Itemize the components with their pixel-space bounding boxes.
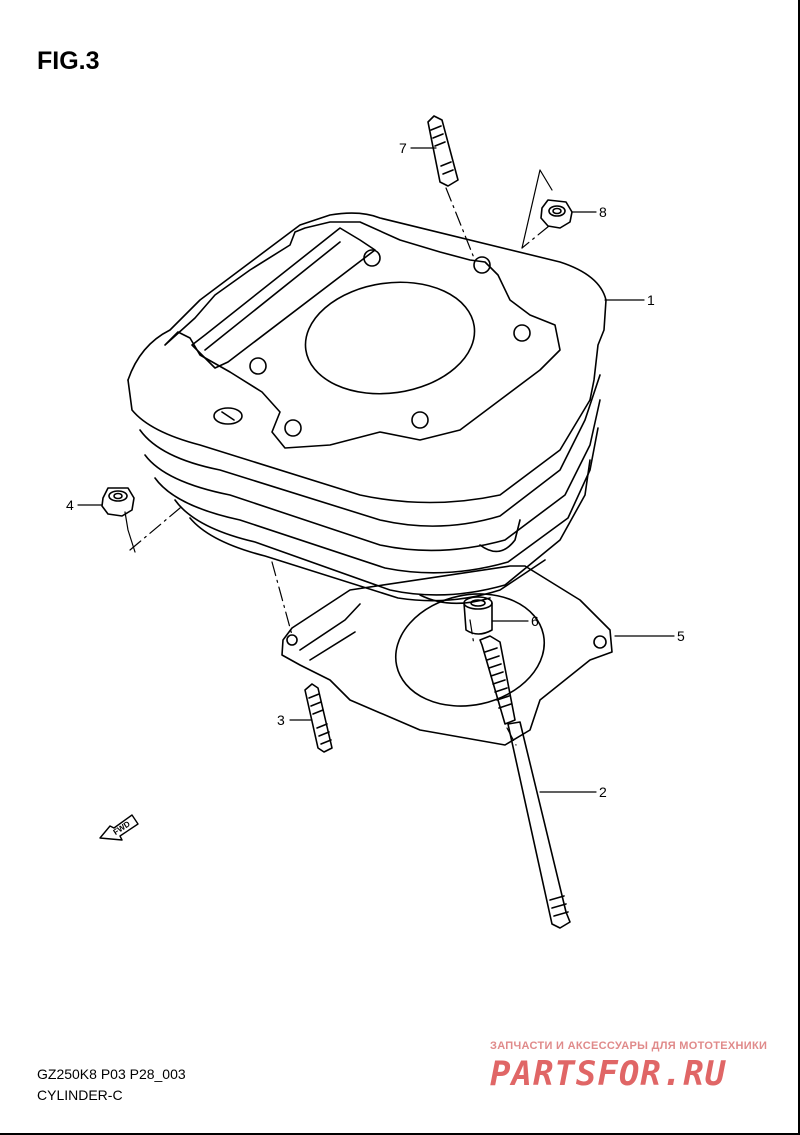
stud-bolt-short bbox=[304, 683, 333, 753]
callout-2: 2 bbox=[599, 784, 607, 800]
watermark-brand: PARTSFOR.RU bbox=[490, 1054, 727, 1094]
watermark-tagline: ЗАПЧАСТИ И АКСЕССУАРЫ ДЛЯ МОТОТЕХНИКИ bbox=[490, 1040, 768, 1052]
cylinder-block bbox=[127, 212, 607, 605]
diagram-code: GZ250K8 P03 P28_003 bbox=[37, 1066, 186, 1082]
watermark: ЗАПЧАСТИ И АКСЕССУАРЫ ДЛЯ МОТОТЕХНИКИ PA… bbox=[490, 1040, 790, 1094]
cap-nut-top bbox=[540, 199, 573, 229]
callout-6: 6 bbox=[531, 613, 539, 629]
leader-lines bbox=[77, 147, 675, 793]
forward-arrow-icon: FWD bbox=[99, 814, 139, 841]
callout-5: 5 bbox=[677, 628, 685, 644]
callout-4: 4 bbox=[66, 497, 74, 513]
callout-8: 8 bbox=[599, 204, 607, 220]
diagram-name: CYLINDER-C bbox=[37, 1087, 123, 1103]
callout-7: 7 bbox=[399, 140, 407, 156]
callout-1: 1 bbox=[647, 292, 655, 308]
stud-bolt-long bbox=[479, 635, 571, 929]
figure-title: FIG.3 bbox=[37, 47, 100, 75]
stud-bolt-top bbox=[427, 115, 459, 187]
bracket-lines bbox=[124, 169, 553, 553]
cap-nut-left bbox=[101, 487, 135, 517]
alignment-lines bbox=[129, 187, 550, 746]
callout-3: 3 bbox=[277, 712, 285, 728]
base-gasket bbox=[281, 565, 613, 746]
